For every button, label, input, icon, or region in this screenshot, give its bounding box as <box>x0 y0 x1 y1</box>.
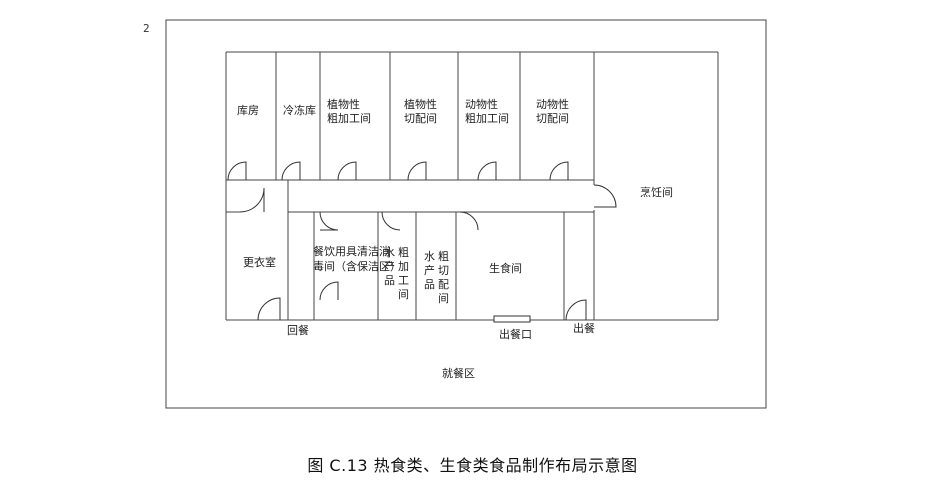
room-storage: 库房 <box>237 104 259 117</box>
room-plant-rough-2: 粗加工间 <box>327 112 371 125</box>
aquatic-rough-char: 间 <box>398 288 409 301</box>
room-plant-cut-1: 植物性 <box>404 97 437 111</box>
label-serving-exit: 出餐 <box>573 321 595 335</box>
aquatic-cut-char: 产 <box>424 263 435 277</box>
room-cooking: 烹饪间 <box>640 185 673 199</box>
serving-window-mark <box>493 315 531 323</box>
room-cold-storage: 冷冻库 <box>283 103 316 117</box>
aquatic-cut-char: 水 <box>424 250 435 263</box>
room-animal-rough-1: 动物性 <box>465 97 498 111</box>
room-raw-food: 生食间 <box>489 261 522 275</box>
aquatic-rough-char: 品 <box>384 274 395 287</box>
room-animal-cut-2: 切配间 <box>536 112 569 125</box>
building-walls <box>225 51 719 321</box>
room-aquatic-rough: 水 产 品 粗 加 工 间 <box>384 246 409 301</box>
room-locker: 更衣室 <box>243 255 276 269</box>
outer-boundary <box>165 19 767 409</box>
aquatic-rough-char: 粗 <box>398 246 409 259</box>
room-utensil-clean-2: 毒间（含保洁区） <box>313 259 401 273</box>
corner-mark: 2 <box>143 22 150 35</box>
room-utensil-clean-1: 餐饮用具清洁消 <box>313 244 390 258</box>
floor-plan: 库房 冷冻库 植物性 粗加工间 植物性 切配间 动物性 粗加工间 动物性 切配间… <box>165 19 767 409</box>
aquatic-cut-char: 品 <box>424 278 435 291</box>
aquatic-cut-char: 配 <box>438 278 449 291</box>
aquatic-cut-char: 粗 <box>438 250 449 263</box>
aquatic-cut-char: 切 <box>438 264 449 277</box>
room-aquatic-cut: 水 产 品 粗 切 配 间 <box>424 250 449 305</box>
room-animal-cut-1: 动物性 <box>536 97 569 111</box>
label-return-tray: 回餐 <box>287 323 309 337</box>
aquatic-rough-char: 水 <box>384 246 395 259</box>
aquatic-cut-char: 间 <box>438 292 449 305</box>
door-swings <box>227 161 617 321</box>
figure-caption: 图 C.13 热食类、生食类食品制作布局示意图 <box>307 456 638 475</box>
label-serving-window: 出餐口 <box>499 327 532 341</box>
room-dining: 就餐区 <box>442 366 475 380</box>
room-plant-cut-2: 切配间 <box>404 112 437 125</box>
room-animal-rough-2: 粗加工间 <box>465 112 509 125</box>
aquatic-rough-char: 产 <box>384 259 395 273</box>
aquatic-rough-char: 加 <box>398 260 409 273</box>
aquatic-rough-char: 工 <box>398 274 409 287</box>
room-plant-rough-1: 植物性 <box>327 97 360 111</box>
